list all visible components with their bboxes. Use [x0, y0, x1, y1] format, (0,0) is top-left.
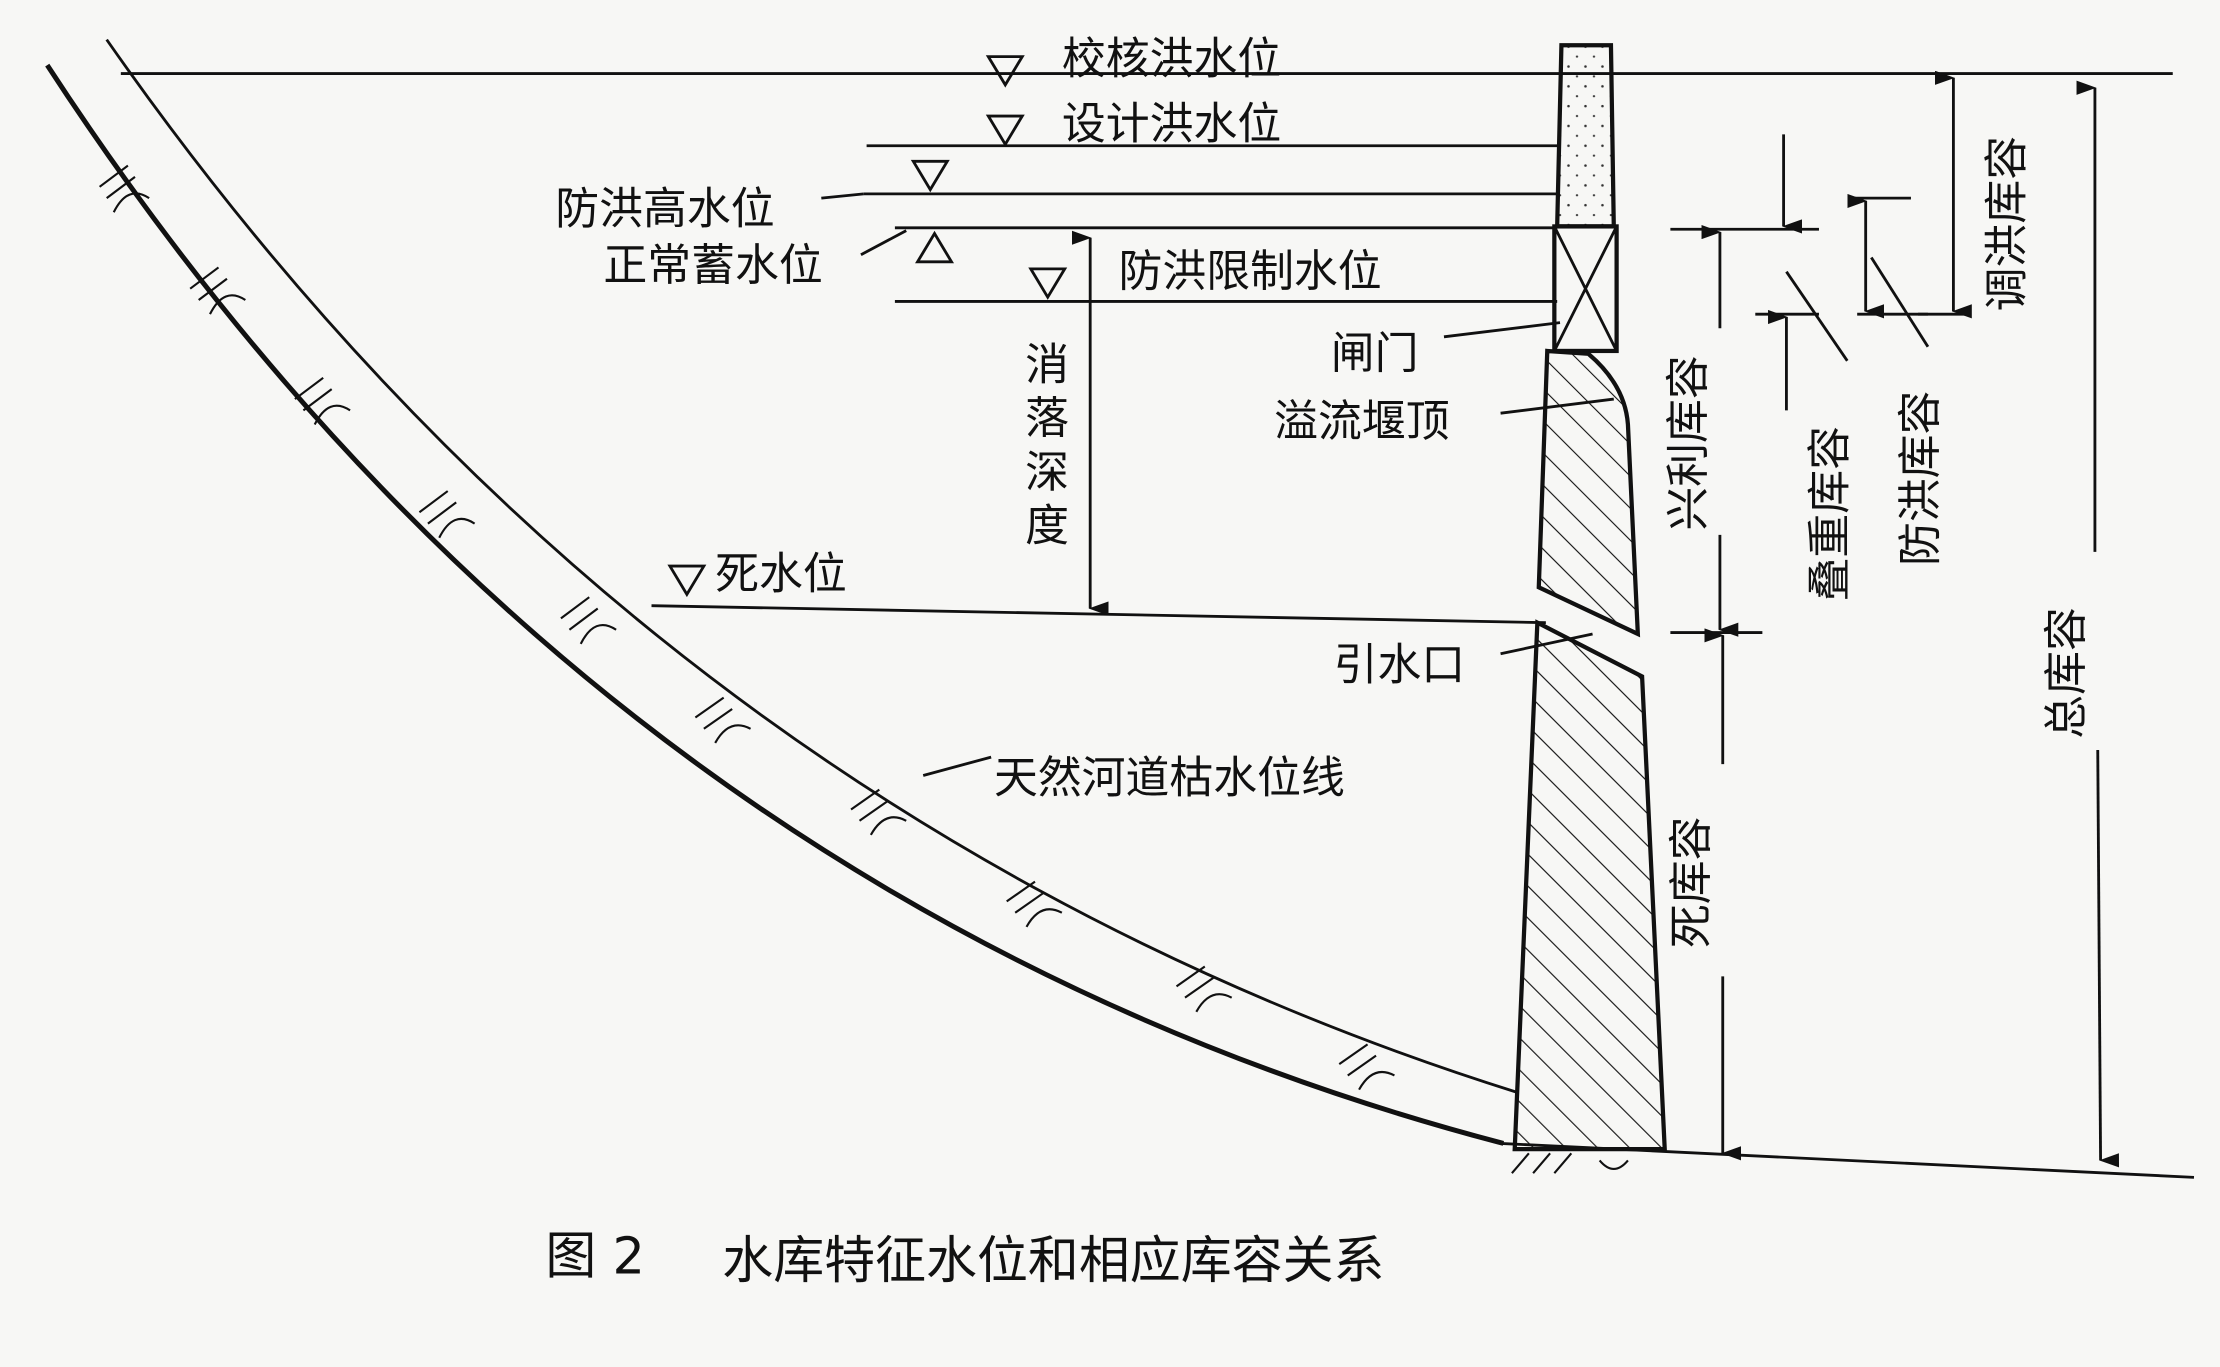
level-triangle-icon	[985, 114, 1025, 148]
label-dead-level: 死水位	[715, 549, 847, 600]
svg-text:度: 度	[1025, 501, 1069, 552]
label-beneficial-capacity: 兴利库容	[1663, 355, 1714, 530]
svg-text:落: 落	[1025, 393, 1069, 444]
label-check-flood: 校核洪水位	[1062, 34, 1281, 85]
label-gate: 闸门	[1331, 328, 1419, 379]
level-triangle-icon	[910, 159, 950, 193]
label-spillway-crest: 溢流堰顶	[1274, 396, 1449, 447]
label-overlap-capacity: 叠重库容	[1804, 426, 1855, 601]
spillway-weir	[1536, 348, 1641, 638]
label-dead-capacity: 死库容	[1666, 817, 1717, 949]
riverbed	[45, 38, 2195, 1179]
level-triangle-icon	[1028, 267, 1068, 300]
label-flood-limit: 防洪限制水位	[1118, 246, 1381, 297]
figure-caption: 水库特征水位和相应库容关系	[722, 1232, 1384, 1291]
level-triangle-icon	[667, 564, 707, 598]
label-total-capacity: 总库容	[2041, 607, 2092, 739]
level-triangle-icon	[915, 230, 955, 264]
level-triangle-icon	[985, 55, 1025, 88]
ground-hatching	[98, 164, 1629, 1174]
dead-level-line	[651, 604, 1546, 625]
label-flood-control-capacity: 防洪库容	[1895, 391, 1946, 566]
label-intake: 引水口	[1334, 639, 1466, 690]
label-normal-storage: 正常蓄水位	[603, 240, 822, 291]
label-flood-high: 防洪高水位	[555, 184, 774, 235]
gate-box	[1552, 224, 1619, 354]
label-drawdown-depth: 消 落 深 度	[1025, 339, 1069, 551]
figure-number: 图 2	[545, 1228, 645, 1287]
dam	[1512, 43, 1667, 1152]
label-design-flood: 设计洪水位	[1062, 99, 1281, 150]
label-riverbed: 天然河道枯水位线	[994, 752, 1345, 803]
svg-text:消: 消	[1025, 339, 1069, 390]
lower-dam-body	[1512, 619, 1667, 1152]
label-flood-regulation-capacity: 调洪库容	[1981, 136, 2032, 311]
svg-text:深: 深	[1025, 447, 1069, 498]
dam-crest	[1555, 43, 1616, 229]
